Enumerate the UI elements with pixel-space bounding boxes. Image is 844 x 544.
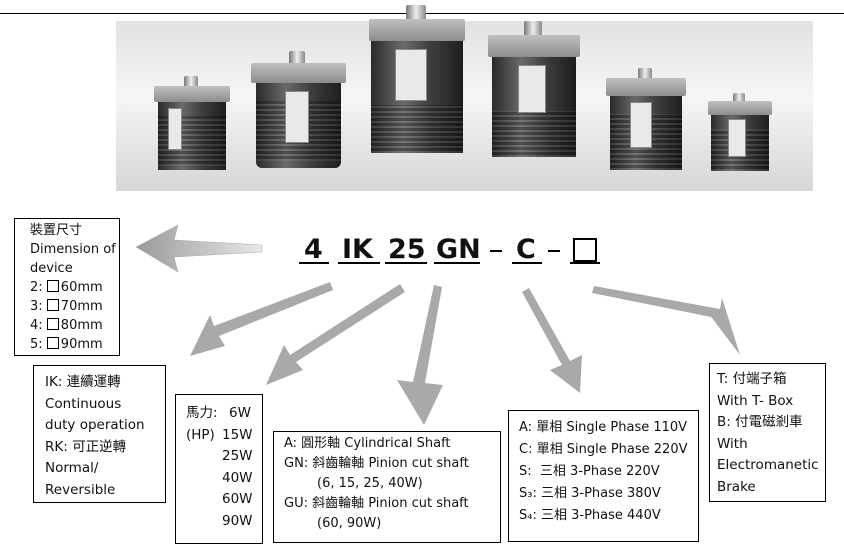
- power-box: 馬力: 6W (HP) 15W 25W 40W 60W 90W: [175, 394, 263, 544]
- power-unit-label: (HP): [186, 426, 215, 443]
- square-icon: [46, 318, 59, 330]
- underline: [385, 262, 427, 264]
- model-code-shaft: GN: [436, 234, 481, 265]
- power-row: 90W: [186, 511, 262, 533]
- power-value: 90W: [222, 512, 253, 529]
- shaft-type-gu-power: (60, 90W): [317, 516, 382, 531]
- dimension-box: 裝置尺寸 Dimension of device 2: 60mm 3: 70mm…: [14, 218, 120, 356]
- voltage-item: S₄: 三相 3-Phase 440V: [519, 508, 661, 523]
- underline: [299, 262, 329, 264]
- power-row: (HP) 15W: [186, 425, 262, 447]
- voltage-item: A: 單相 Single Phase 110V: [519, 420, 688, 435]
- underline: [434, 262, 480, 264]
- motor-type-rk-en2: Reversible: [45, 481, 116, 498]
- dimension-title-en2: device: [30, 261, 73, 276]
- dimension-item: 2: 60mm: [30, 280, 103, 295]
- shaft-type-gn-power: (6, 15, 25, 40W): [317, 476, 423, 491]
- model-code-digit: 4: [304, 234, 323, 265]
- motor-type-rk-en: Normal/: [45, 460, 99, 476]
- square-icon: [46, 280, 59, 292]
- motor-60mm-image: [154, 76, 230, 196]
- dimension-item: 5: 90mm: [30, 337, 103, 352]
- model-code-power: 25: [388, 234, 426, 265]
- arrow-power: [266, 284, 405, 385]
- model-code-voltage: C: [516, 234, 536, 265]
- motor-90mm-tbox-image: [369, 5, 465, 173]
- option-t-box: T: 付端子箱: [717, 371, 787, 387]
- underline: [338, 262, 380, 264]
- square-icon: [46, 299, 59, 311]
- voltage-box: A: 單相 Single Phase 110V C: 單相 Single Pha…: [508, 410, 699, 542]
- dash: [490, 250, 502, 252]
- arrow-option: [592, 286, 740, 355]
- power-label: 馬力:: [186, 405, 218, 421]
- power-value: 40W: [222, 469, 253, 486]
- underline: [512, 262, 542, 264]
- power-value: 25W: [222, 448, 253, 464]
- voltage-item: S: 三相 3-Phase 220V: [519, 464, 660, 479]
- option-brake-en3: Brake: [717, 478, 756, 495]
- motor-80mm-image: [488, 21, 580, 171]
- power-value: 60W: [222, 491, 253, 507]
- voltage-item: S₃: 三相 3-Phase 380V: [519, 486, 661, 501]
- option-t-box-en: With T- Box: [717, 392, 794, 409]
- shaft-type-a: A: 圓形軸 Cylindrical Shaft: [284, 436, 451, 451]
- shaft-box: A: 圓形軸 Cylindrical Shaft GN: 斜齒輪軸 Pinion…: [273, 431, 501, 543]
- motor-type-ik-en2: duty operation: [45, 417, 145, 433]
- option-box: T: 付端子箱 With T- Box B: 付電磁剎車 With Electr…: [709, 363, 826, 502]
- model-code-option-box: [573, 238, 597, 262]
- motor-60mm-small-image: [708, 93, 772, 193]
- power-value: 6W: [229, 405, 251, 421]
- dimension-item: 3: 70mm: [30, 299, 103, 314]
- square-icon: [46, 337, 59, 349]
- model-code-series: IK: [342, 234, 373, 265]
- motor-70mm-rk-image: [606, 68, 686, 188]
- power-value: 15W: [222, 426, 253, 443]
- shaft-type-gn: GN: 斜齒輪軸 Pinion cut shaft: [284, 456, 469, 471]
- option-brake-en: With: [717, 435, 748, 452]
- motor-type-box: IK: 連續運轉 Continuous duty operation RK: 可…: [33, 365, 166, 503]
- power-row: 60W: [186, 489, 262, 511]
- underline: [570, 262, 600, 264]
- motor-type-ik-en: Continuous: [45, 395, 122, 412]
- shaft-type-gu: GU: 斜齒輪軸 Pinion cut shaft: [284, 496, 469, 511]
- option-brake-en2: Electromanetic: [717, 457, 819, 473]
- dash: [548, 250, 560, 252]
- power-row: 馬力: 6W: [186, 403, 262, 425]
- arrow-shaft: [397, 285, 443, 425]
- dimension-item: 4: 80mm: [30, 318, 103, 333]
- dimension-title-zh: 裝置尺寸: [30, 223, 83, 238]
- arrow-motor-type: [190, 282, 333, 356]
- motor-product-photo: [116, 5, 813, 193]
- dimension-title-en: Dimension of: [30, 242, 116, 257]
- option-brake: B: 付電磁剎車: [717, 414, 803, 430]
- motor-70mm-image: [251, 51, 346, 191]
- motor-type-rk: RK: 可正逆轉: [45, 438, 127, 455]
- arrow-dimension: [135, 224, 263, 273]
- voltage-item: C: 單相 Single Phase 220V: [519, 442, 688, 457]
- arrow-voltage: [522, 288, 582, 393]
- motor-type-ik: IK: 連續運轉: [45, 374, 121, 390]
- power-row: 40W: [186, 468, 262, 490]
- power-row: 25W: [186, 446, 262, 468]
